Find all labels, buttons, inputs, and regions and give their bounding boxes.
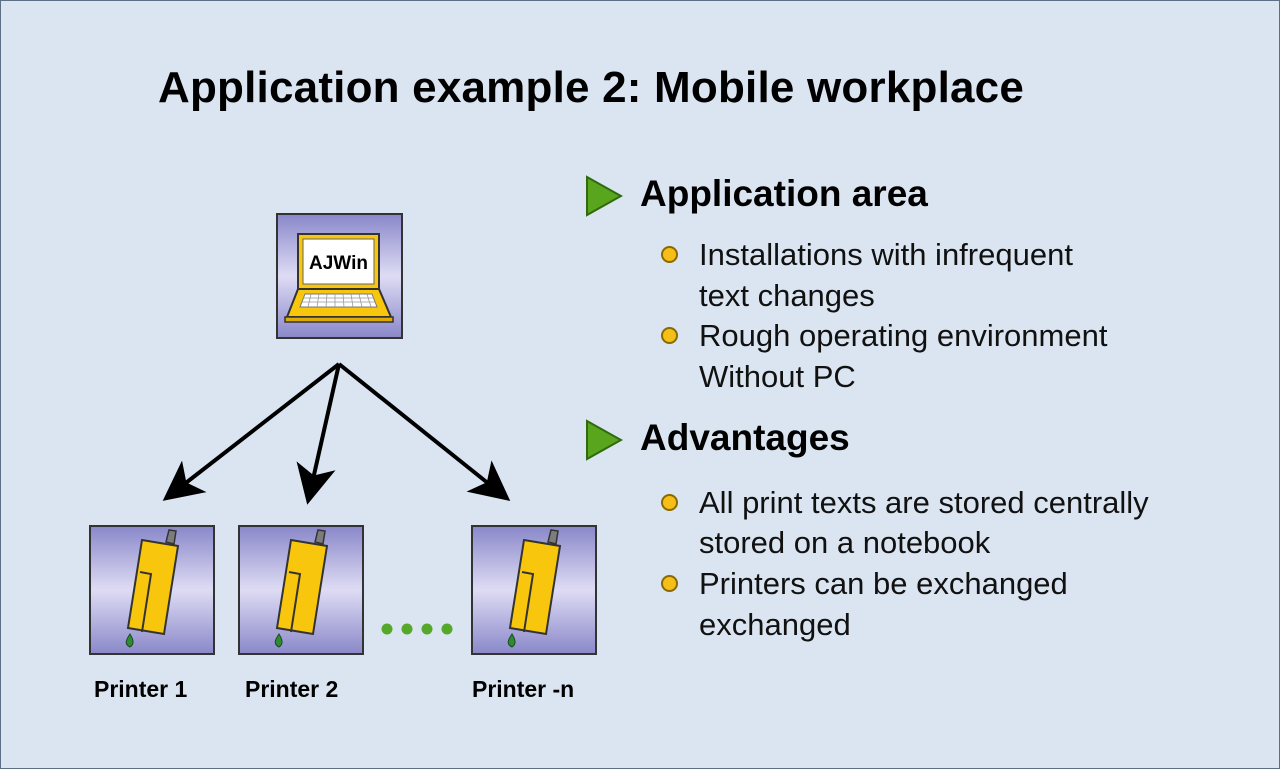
bullet-line: Without PC xyxy=(699,359,856,394)
arrow-to-printer-2 xyxy=(296,363,341,505)
printer-n-icon xyxy=(471,525,597,655)
arrow-to-printer-n xyxy=(337,362,511,501)
bullet-line: Rough operating environment xyxy=(699,318,1108,353)
bullet-line: Installations with infrequent xyxy=(699,237,1073,272)
arrows xyxy=(162,362,511,505)
bullet-dot-icon xyxy=(661,575,678,592)
ellipsis-dots-icon xyxy=(381,623,453,635)
laptop-icon xyxy=(276,213,403,339)
printer-label-1: Printer 1 xyxy=(94,676,188,702)
laptop-screen-label: AJWin xyxy=(309,253,368,274)
printer-1-icon xyxy=(89,525,215,655)
triangle-bullet-icon xyxy=(586,419,623,461)
section-heading-application-area: Application area xyxy=(640,173,928,214)
bullet-line: All print texts are stored centrally xyxy=(699,485,1149,520)
bullet-line: text changes xyxy=(699,278,875,313)
printer-label-n: Printer -n xyxy=(472,676,575,702)
triangle-bullet-icon xyxy=(586,175,623,217)
section-heading-advantages: Advantages xyxy=(640,417,850,458)
bullet-line: Printers can be exchanged xyxy=(699,566,1068,601)
bullet-line: exchanged xyxy=(699,607,851,642)
bullet-dot-icon xyxy=(661,246,678,263)
bullet-dot-icon xyxy=(661,494,678,511)
printer-label-2: Printer 2 xyxy=(245,676,339,702)
slide-title: Application example 2: Mobile workplace xyxy=(158,63,1025,112)
bullet-line: stored on a notebook xyxy=(699,525,991,560)
arrow-to-printer-1 xyxy=(162,362,341,501)
printer-2-icon xyxy=(238,525,364,655)
bullet-dot-icon xyxy=(661,327,678,344)
